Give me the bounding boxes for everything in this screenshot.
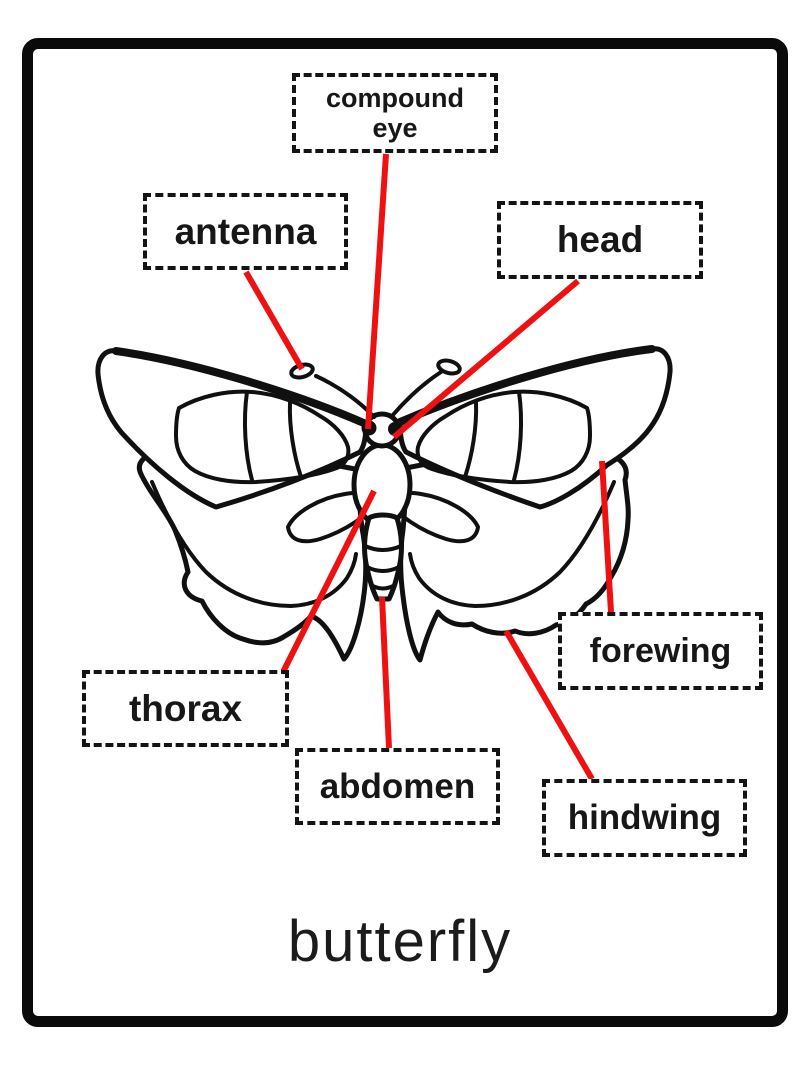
- leader-line-hindwing: [503, 629, 595, 781]
- label-box-head: head: [497, 201, 703, 279]
- abdomen-segment-line: [365, 565, 401, 573]
- label-text-compound-eye: compound eye: [326, 82, 464, 143]
- label-text-hindwing: hindwing: [567, 798, 722, 838]
- left-forewing-vein: [242, 390, 254, 482]
- leader-line-head: [392, 278, 580, 440]
- abdomen-shape: [362, 512, 404, 602]
- right-antenna-shaft: [390, 370, 443, 418]
- label-box-hindwing: hindwing: [542, 779, 747, 857]
- left-hindwing-band: [150, 480, 358, 608]
- label-text-thorax: thorax: [128, 687, 243, 729]
- label-box-antenna: antenna: [143, 193, 348, 270]
- page-title: butterfly: [287, 909, 513, 974]
- right-hindwing-band: [408, 480, 616, 608]
- leader-line-compound-eye: [365, 153, 389, 430]
- page-border-frame: [22, 38, 788, 1027]
- abdomen-segment-line: [369, 583, 397, 591]
- leader-line-thorax: [273, 489, 377, 688]
- left-forewing-vein: [287, 401, 303, 479]
- label-text-abdomen: abdomen: [319, 766, 476, 806]
- label-box-compound-eye: compound eye: [292, 73, 498, 153]
- label-text-antenna: antenna: [174, 210, 317, 252]
- leader-line-antenna: [243, 270, 305, 371]
- left-forewing-leading-edge: [112, 347, 370, 428]
- abdomen-segment-line: [363, 544, 403, 552]
- right-antenna-club: [436, 358, 462, 376]
- left-forewing-cell: [174, 389, 351, 485]
- right-forewing-vein: [463, 401, 479, 479]
- right-forewing-cell: [415, 389, 592, 485]
- right-forewing-vein: [512, 390, 524, 482]
- leader-lines: [243, 153, 614, 781]
- label-text-forewing: forewing: [589, 631, 732, 670]
- right-hindwing: [398, 446, 631, 663]
- label-box-thorax: thorax: [82, 670, 289, 747]
- leader-line-abdomen: [379, 596, 392, 749]
- label-box-forewing: forewing: [558, 612, 763, 690]
- label-box-abdomen: abdomen: [295, 748, 500, 825]
- label-text-head: head: [556, 219, 644, 261]
- leader-line-forewing: [599, 460, 614, 613]
